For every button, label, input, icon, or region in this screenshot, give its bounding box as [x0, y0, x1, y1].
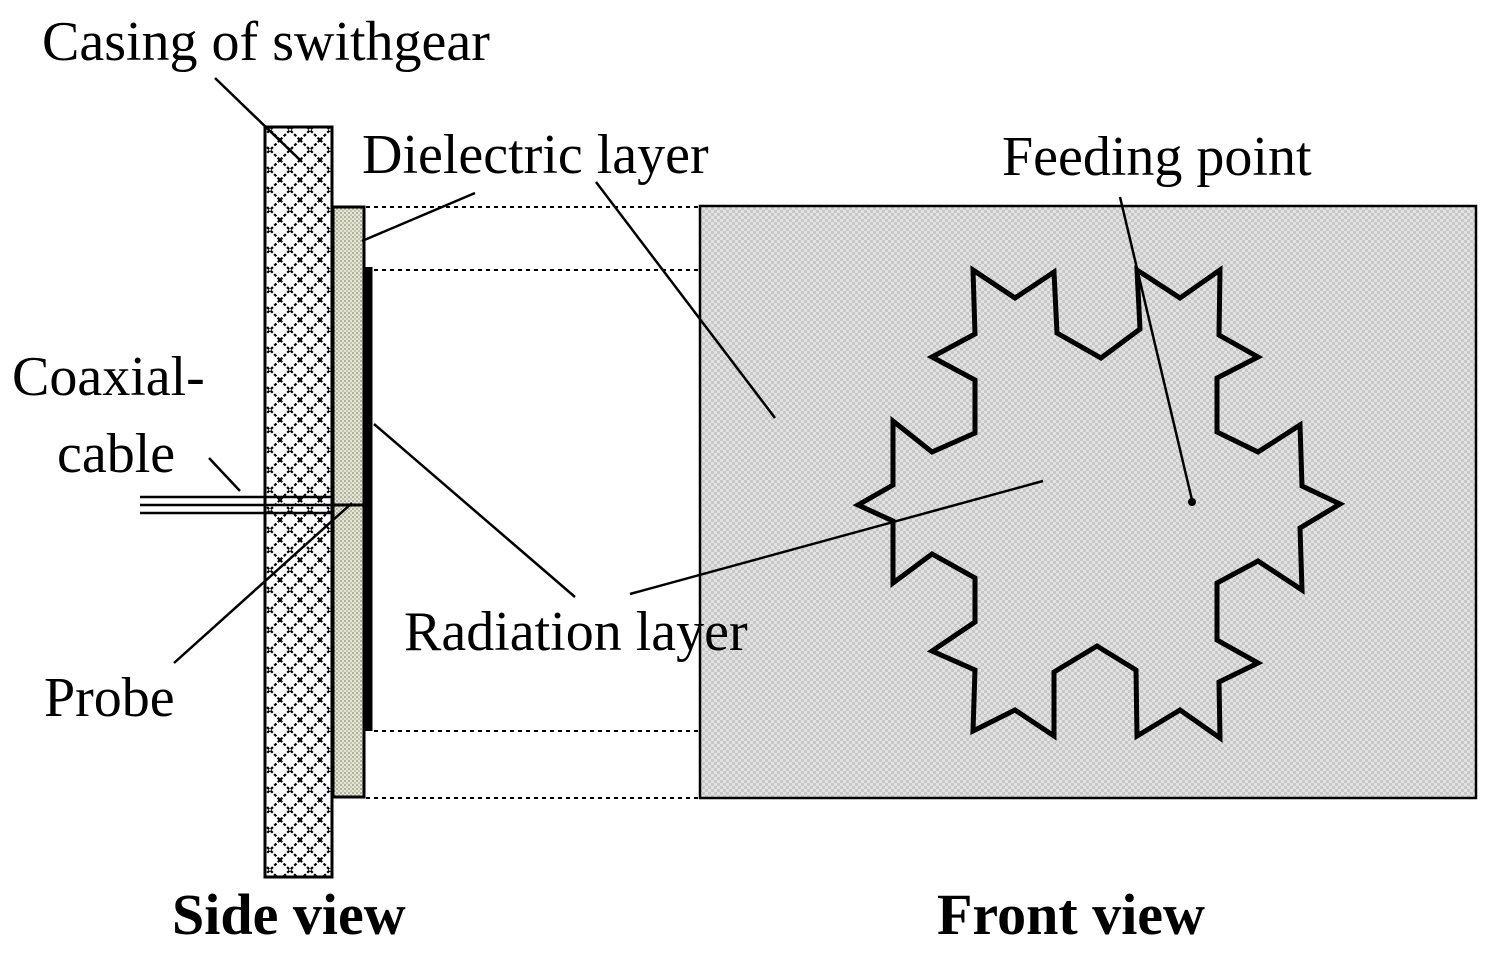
fractal-patch — [852, 265, 1346, 743]
front-view — [698, 204, 1478, 800]
side-view — [140, 125, 373, 879]
radiation-label: Radiation layer — [404, 601, 748, 663]
casing-bar — [263, 125, 334, 879]
feeding-point-label: Feeding point — [1002, 126, 1312, 188]
side-view-label: Side view — [172, 882, 406, 947]
leader-lines — [173, 77, 1194, 664]
probe-label: Probe — [44, 667, 175, 729]
coaxial-cable — [140, 495, 333, 515]
dielectric-bar — [331, 205, 366, 799]
feeding-point-dot — [1188, 498, 1196, 506]
coaxial-label-line1: Coaxial- — [12, 346, 205, 408]
dielectric-label: Dielectric layer — [362, 124, 709, 186]
front-substrate — [698, 204, 1478, 800]
casing-label: Casing of swithgear — [42, 11, 490, 73]
front-view-label: Front view — [937, 882, 1205, 947]
coaxial-label-line2: cable — [57, 423, 175, 485]
